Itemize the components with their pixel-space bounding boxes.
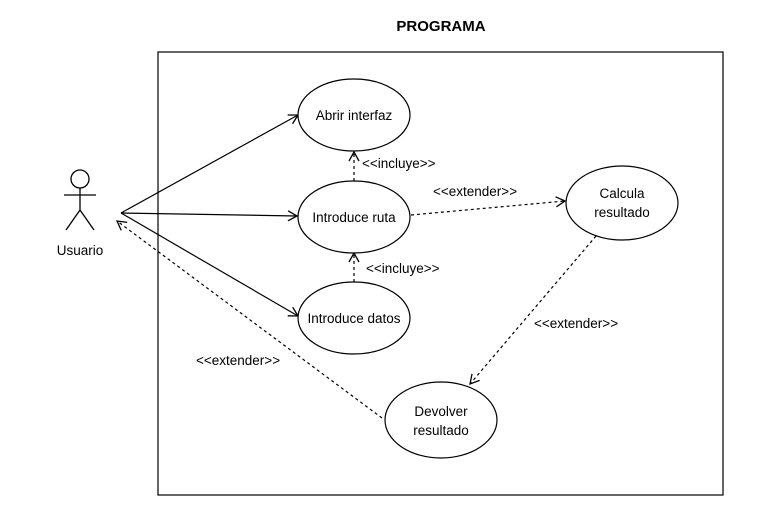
extend-arrow-usuario bbox=[115, 220, 383, 419]
association-introduce-ruta bbox=[120, 210, 299, 222]
use-case-introduce-ruta[interactable]: Introduce ruta bbox=[297, 180, 411, 254]
use-case-abrir-interfaz[interactable]: Abrir interfaz bbox=[297, 78, 411, 152]
use-case-devolver-resultado-shape bbox=[384, 381, 498, 459]
use-case-devolver-resultado-label-line2: resultado bbox=[413, 423, 469, 438]
label-extender-usuario: <<extender>> bbox=[196, 353, 280, 368]
extend-arrow-calcula bbox=[410, 196, 567, 216]
extend-arrow-devolver bbox=[469, 235, 597, 386]
label-incluye-abrir: <<incluye>> bbox=[362, 156, 436, 171]
actor-usuario[interactable]: Usuario bbox=[57, 169, 104, 258]
association-introduce-datos bbox=[120, 212, 300, 317]
use-case-introduce-ruta-shape bbox=[297, 180, 411, 254]
label-extender-devolver: <<extender>> bbox=[534, 316, 618, 331]
use-case-calcula-resultado-label-line2: resultado bbox=[594, 205, 650, 220]
association-abrir-interfaz bbox=[120, 114, 300, 214]
actor-right-leg bbox=[79, 209, 95, 231]
use-case-introduce-datos-shape bbox=[297, 281, 411, 355]
label-incluye-datos: <<incluye>> bbox=[366, 261, 440, 276]
use-case-devolver-resultado-label-line1: Devolver bbox=[414, 404, 468, 419]
use-case-devolver-resultado[interactable]: Devolver resultado bbox=[384, 381, 498, 459]
use-case-introduce-datos-label: Introduce datos bbox=[307, 311, 400, 326]
actor-head bbox=[70, 169, 90, 189]
use-case-abrir-interfaz-shape bbox=[297, 78, 411, 152]
use-case-introduce-datos[interactable]: Introduce datos bbox=[297, 281, 411, 355]
actor-left-leg bbox=[65, 209, 81, 231]
actor-label: Usuario bbox=[57, 243, 104, 258]
label-extender-calcula: <<extender>> bbox=[433, 184, 517, 199]
use-case-calcula-resultado[interactable]: Calcula resultado bbox=[565, 165, 679, 241]
use-case-introduce-ruta-label: Introduce ruta bbox=[312, 210, 396, 225]
diagram-title: PROGRAMA bbox=[396, 18, 485, 35]
system-boundary bbox=[157, 51, 724, 496]
use-case-abrir-interfaz-label: Abrir interfaz bbox=[316, 108, 393, 123]
use-case-calcula-resultado-label-line1: Calcula bbox=[599, 186, 645, 201]
use-case-calcula-resultado-shape bbox=[565, 165, 679, 241]
